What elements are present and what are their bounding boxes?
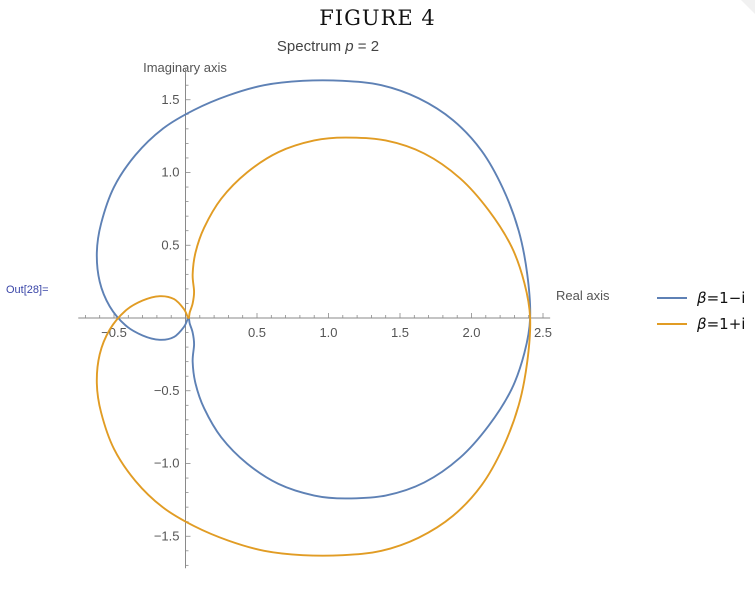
chart-title-prefix: Spectrum	[277, 38, 345, 55]
chart-title: Spectrum p = 2	[277, 38, 379, 55]
output-cell-label: Out[28]=	[6, 284, 49, 296]
page-corner-mark	[741, 0, 755, 14]
axes: −0.5 0.5 1.0 1.5 2.0 2.5 1.5 1.0 0.5 −0.5 −1.0 −1.5	[78, 67, 552, 569]
chart-title-variable: p	[344, 38, 353, 55]
legend-label: β=1−i	[696, 289, 745, 307]
chart-title-suffix: = 2	[354, 38, 379, 55]
x-tick-label: 2.0	[462, 325, 480, 340]
y-tick-label: 0.5	[161, 237, 179, 252]
figure-heading: FIGURE 4	[319, 6, 436, 30]
series-group	[95, 79, 532, 557]
y-tick-label: −1.5	[154, 528, 180, 543]
y-tick-label: 1.5	[161, 92, 179, 107]
series-line-2	[95, 136, 532, 557]
x-tick-label: 1.0	[319, 325, 337, 340]
y-tick-label: −1.0	[154, 456, 180, 471]
x-axis-title: Real axis	[556, 288, 610, 303]
legend: β=1−i β=1+i	[657, 289, 745, 333]
x-tick-label: 0.5	[248, 325, 266, 340]
y-tick-label: 1.0	[161, 165, 179, 180]
x-tick-label: 2.5	[534, 325, 552, 340]
series-line-1	[95, 79, 532, 500]
y-tick-label: −0.5	[154, 383, 180, 398]
x-tick-label: 1.5	[391, 325, 409, 340]
legend-label: β=1+i	[696, 315, 745, 333]
x-tick-label: −0.5	[101, 325, 127, 340]
y-axis-title: Imaginary axis	[143, 60, 227, 75]
